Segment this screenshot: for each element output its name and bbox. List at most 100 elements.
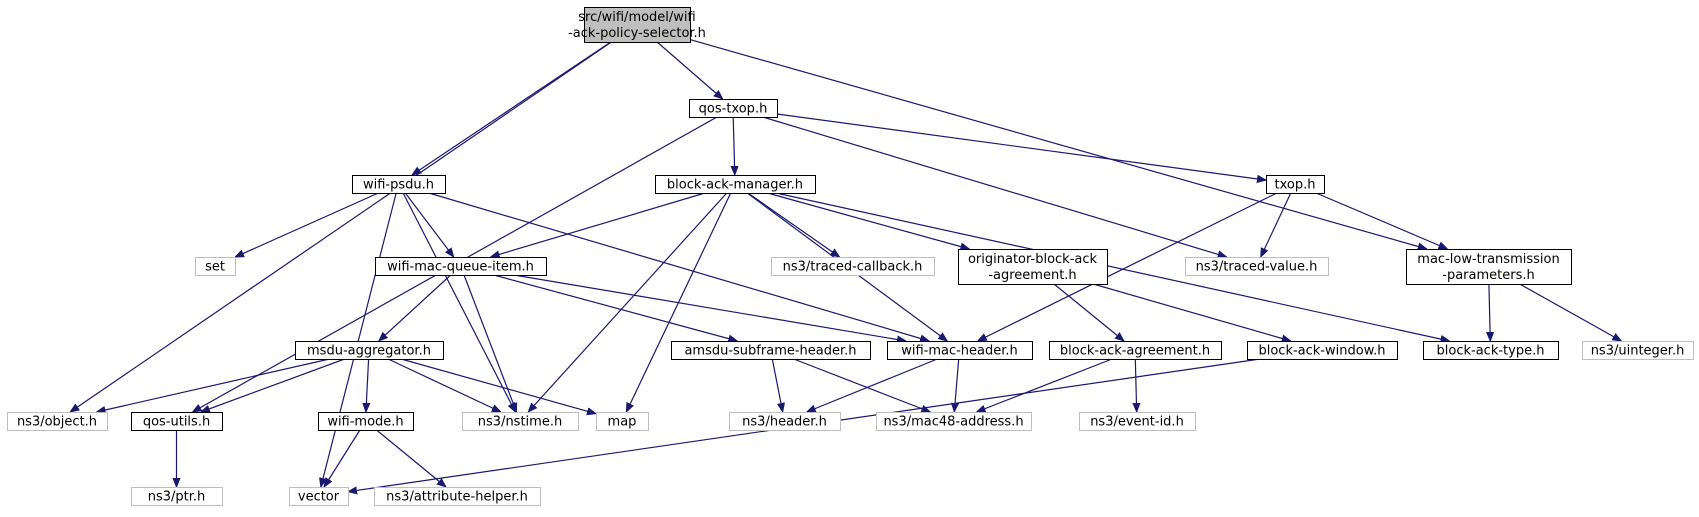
edge-root-to-wifi-psdu <box>412 41 612 175</box>
edge-mac-low-params-to-uinteger <box>1519 283 1622 341</box>
node-vector: vector <box>289 487 349 506</box>
node-label-wifi-mac-queue-item: wifi-mac-queue-item.h <box>387 260 534 275</box>
node-box-header <box>729 412 841 431</box>
edge-wifi-psdu-to-wifi-mac-queue-item <box>404 192 453 257</box>
edge-msdu-aggregator-to-wifi-mode <box>366 358 369 412</box>
edge-qos-txop-to-block-ack-manager <box>733 116 735 175</box>
node-root[interactable]: src/wifi/model/wifi-ack-policy-selector.… <box>568 7 706 43</box>
node-box-attribute-helper <box>374 487 541 506</box>
node-label-originator-agreement: -agreement.h <box>988 268 1076 283</box>
edge-txop-to-mac-low-params <box>1315 192 1447 250</box>
edge-originator-agreement-to-block-ack-window <box>1093 283 1291 341</box>
node-msdu-aggregator[interactable]: msdu-aggregator.h <box>295 341 444 360</box>
node-ptr: ns3/ptr.h <box>131 487 223 506</box>
edge-txop-to-traced-value <box>1260 192 1292 257</box>
edge-qos-txop-to-traced-value <box>762 116 1227 257</box>
edge-wifi-mac-queue-item-to-nstime <box>463 274 517 412</box>
node-event-id: ns3/event-id.h <box>1079 412 1196 431</box>
node-label-wifi-psdu: wifi-psdu.h <box>363 178 434 193</box>
node-box-wifi-psdu <box>352 175 446 194</box>
node-label-root: -ack-policy-selector.h <box>568 26 706 41</box>
node-label-map: map <box>608 415 637 430</box>
edge-block-ack-manager-to-traced-callback <box>747 192 840 257</box>
edge-msdu-aggregator-to-qos-utils <box>201 358 345 412</box>
node-header: ns3/header.h <box>729 412 841 431</box>
node-label-attribute-helper: ns3/attribute-helper.h <box>386 490 528 505</box>
node-label-set: set <box>205 260 225 275</box>
node-block-ack-window[interactable]: block-ack-window.h <box>1247 341 1398 360</box>
node-label-wifi-mac-header: wifi-mac-header.h <box>901 344 1018 359</box>
node-block-ack-agreement[interactable]: block-ack-agreement.h <box>1049 341 1222 360</box>
edge-amsdu-subframe-header-to-mac48-address <box>793 358 931 413</box>
edge-wifi-mac-header-to-mac48-address <box>954 358 958 412</box>
node-label-wifi-mode: wifi-mode.h <box>327 415 403 430</box>
node-wifi-mac-queue-item[interactable]: wifi-mac-queue-item.h <box>375 257 547 276</box>
edge-wifi-mode-to-vector <box>324 429 361 487</box>
node-qos-utils[interactable]: qos-utils.h <box>131 412 223 431</box>
edge-mac-low-params-to-block-ack-type <box>1489 283 1490 341</box>
node-label-uinteger: ns3/uinteger.h <box>1591 344 1685 359</box>
node-label-block-ack-window: block-ack-window.h <box>1258 344 1385 359</box>
node-box-txop <box>1266 175 1325 194</box>
node-label-traced-value: ns3/traced-value.h <box>1196 260 1318 275</box>
edge-wifi-mac-header-to-header <box>807 358 938 413</box>
edge-wifi-psdu-to-vector <box>321 192 397 487</box>
node-txop[interactable]: txop.h <box>1266 175 1325 194</box>
node-box-set <box>195 257 236 276</box>
node-uinteger: ns3/uinteger.h <box>1582 341 1694 360</box>
node-box-block-ack-agreement <box>1049 341 1222 360</box>
node-originator-agreement[interactable]: originator-block-ack-agreement.h <box>958 249 1108 285</box>
node-label-mac-low-params: mac-low-transmission <box>1417 252 1559 267</box>
edge-block-ack-manager-to-wifi-mac-queue-item <box>491 192 706 257</box>
node-set: set <box>195 257 236 276</box>
node-box-qos-utils <box>131 412 223 431</box>
node-label-qos-txop: qos-txop.h <box>699 102 768 117</box>
node-box-wifi-mac-header <box>887 341 1033 360</box>
nodes-layer: src/wifi/model/wifi-ack-policy-selector.… <box>7 7 1694 506</box>
edge-msdu-aggregator-to-nstime <box>387 358 501 413</box>
edge-wifi-mode-to-attribute-helper <box>376 429 447 487</box>
node-attribute-helper: ns3/attribute-helper.h <box>374 487 541 506</box>
node-box-block-ack-window <box>1247 341 1398 360</box>
node-label-mac-low-params: -parameters.h <box>1442 268 1534 283</box>
node-box-originator-agreement <box>958 249 1108 285</box>
node-box-qos-txop <box>689 99 778 118</box>
node-nstime: ns3/nstime.h <box>462 412 579 431</box>
node-box-vector <box>289 487 349 506</box>
node-label-header: ns3/header.h <box>742 415 827 430</box>
node-wifi-psdu[interactable]: wifi-psdu.h <box>352 175 446 194</box>
node-label-amsdu-subframe-header: amsdu-subframe-header.h <box>684 344 856 359</box>
node-label-block-ack-agreement: block-ack-agreement.h <box>1060 344 1210 359</box>
node-qos-txop[interactable]: qos-txop.h <box>689 99 778 118</box>
node-wifi-mode[interactable]: wifi-mode.h <box>318 412 414 431</box>
edge-msdu-aggregator-to-map <box>400 358 596 414</box>
edge-root-to-mac-low-params <box>689 39 1427 249</box>
node-label-ptr: ns3/ptr.h <box>148 490 206 505</box>
edge-qos-txop-to-txop <box>776 113 1266 180</box>
node-box-nstime <box>462 412 579 431</box>
node-block-ack-manager[interactable]: block-ack-manager.h <box>655 175 816 194</box>
edge-wifi-psdu-to-set <box>235 192 379 258</box>
edge-block-ack-manager-to-block-ack-type <box>775 192 1450 341</box>
node-label-mac48-address: ns3/mac48-address.h <box>883 415 1023 430</box>
node-map: map <box>596 412 649 431</box>
edge-txop-to-wifi-mac-header <box>978 192 1278 342</box>
node-box-msdu-aggregator <box>295 341 444 360</box>
node-box-block-ack-manager <box>655 175 816 194</box>
edge-originator-agreement-to-block-ack-agreement <box>1053 283 1124 341</box>
edge-wifi-psdu-to-nstime <box>402 192 515 412</box>
edge-msdu-aggregator-to-object <box>97 358 330 412</box>
edge-wifi-mac-queue-item-to-msdu-aggregator <box>379 274 452 341</box>
node-mac-low-params[interactable]: mac-low-transmission-parameters.h <box>1406 249 1572 285</box>
node-box-uinteger <box>1582 341 1694 360</box>
node-label-qos-utils: qos-utils.h <box>143 415 210 430</box>
node-box-mac48-address <box>876 412 1032 431</box>
node-box-object <box>7 412 108 431</box>
node-label-originator-agreement: originator-block-ack <box>968 252 1098 267</box>
node-box-ptr <box>131 487 223 506</box>
node-block-ack-type[interactable]: block-ack-type.h <box>1423 341 1559 360</box>
node-wifi-mac-header[interactable]: wifi-mac-header.h <box>887 341 1033 360</box>
node-label-root: src/wifi/model/wifi <box>578 10 695 25</box>
node-amsdu-subframe-header[interactable]: amsdu-subframe-header.h <box>671 341 871 360</box>
